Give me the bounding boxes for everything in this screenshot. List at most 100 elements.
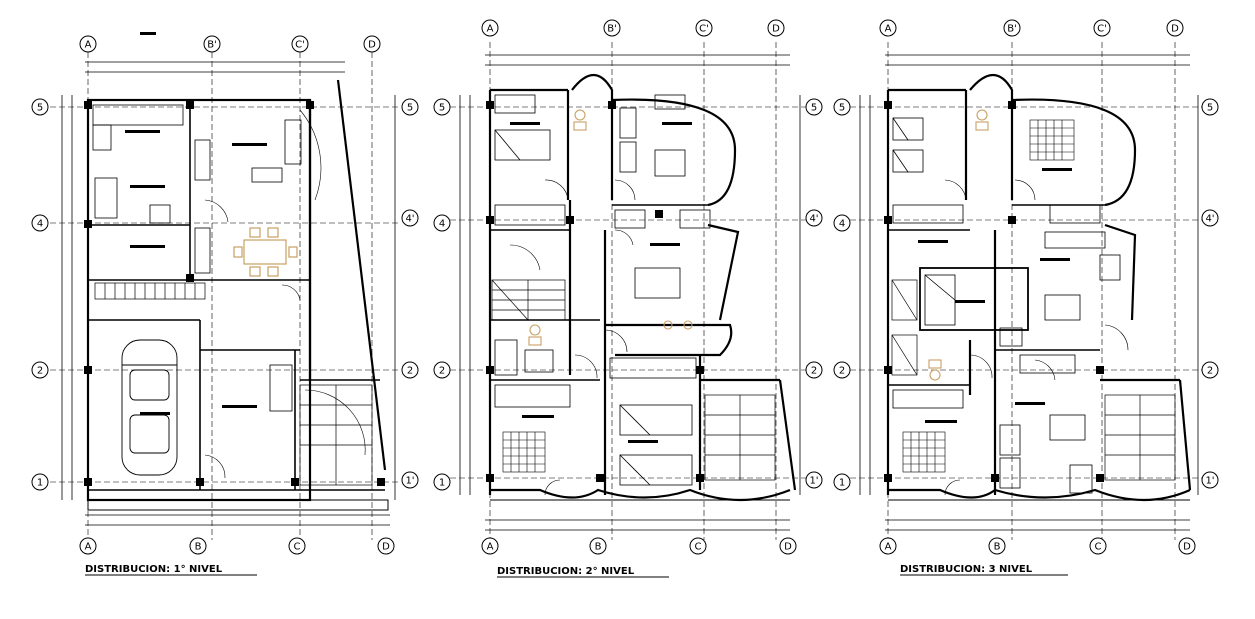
- row-axis-bubble: 2: [833, 361, 851, 379]
- row-axis-bubble-label: 1: [839, 478, 845, 489]
- plan-caption: DISTRIBUCION: 1° NIVEL: [85, 564, 223, 575]
- dimension-lines: [459, 54, 801, 531]
- row-axis-bubble-circle: [31, 361, 49, 379]
- columns: [884, 101, 1104, 482]
- row-axis-bubble: 1: [433, 473, 451, 491]
- row-axis-bubble-label: 2: [439, 366, 445, 377]
- row-axis-bubble-circle: [833, 214, 851, 232]
- grid-axes: [850, 42, 1210, 540]
- column-axis-bubble: C: [689, 537, 707, 555]
- row-axis-bubble-label: 1: [37, 478, 43, 489]
- plan-caption: DISTRIBUCION: 2° NIVEL: [497, 566, 635, 577]
- room-labels: [125, 32, 267, 415]
- plan-nivel-1: [50, 32, 400, 540]
- row-axis-bubble-label: 5: [1207, 103, 1213, 114]
- walls: [488, 73, 797, 502]
- row-axis-bubble: 1': [1201, 471, 1219, 489]
- row-axis-bubble-circle: [433, 98, 451, 116]
- column-axis-bubble-label: C: [294, 542, 301, 553]
- walls: [86, 79, 389, 511]
- row-axis-bubble: 4: [833, 214, 851, 232]
- column-axis-bubble-label: D: [772, 24, 780, 35]
- row-axis-bubble-label: 4': [405, 214, 414, 225]
- row-axis-bubble-label: 4: [37, 219, 43, 230]
- bathroom-fixtures: [928, 109, 989, 381]
- walls: [886, 73, 1192, 502]
- row-axis-bubble: 2: [401, 361, 419, 379]
- row-axis-bubble-label: 1: [439, 478, 445, 489]
- row-axis-bubble-label: 2: [811, 366, 817, 377]
- column-axis-bubble: A: [79, 537, 97, 555]
- column-axis-bubble: A: [79, 35, 97, 53]
- plan-captions: DISTRIBUCION: 1° NIVEL DISTRIBUCION: 2° N…: [85, 564, 1068, 578]
- row-axis-bubble-circle: [1201, 361, 1219, 379]
- column-axis-bubble-circle: [1089, 537, 1107, 555]
- column-axis-bubble-circle: [203, 35, 221, 53]
- row-axis-bubble: 2: [433, 361, 451, 379]
- row-axis-bubble: 4: [31, 214, 49, 232]
- row-axis-bubble-label: 1': [405, 476, 414, 487]
- grid-axes: [450, 42, 812, 540]
- row-axis-bubble: 5: [833, 98, 851, 116]
- column-axis-bubble: A: [879, 19, 897, 37]
- column-axis-bubble-circle: [689, 537, 707, 555]
- car-icon: [121, 339, 178, 476]
- column-axis-bubble-circle: [189, 537, 207, 555]
- column-axis-bubble: B: [189, 537, 207, 555]
- row-axis-bubble-circle: [805, 361, 823, 379]
- column-axis-bubble-circle: [1178, 537, 1196, 555]
- furniture: [92, 104, 302, 412]
- column-axis-bubble: D: [1166, 19, 1184, 37]
- column-axis-bubble-circle: [767, 19, 785, 37]
- row-axis-bubble: 5: [805, 98, 823, 116]
- row-axis-bubble: 2: [1201, 361, 1219, 379]
- column-axis-bubble: A: [879, 537, 897, 555]
- column-axis-bubble: B': [203, 35, 221, 53]
- row-axis-bubble-label: 2: [407, 366, 413, 377]
- column-axis-bubble: B: [988, 537, 1006, 555]
- row-axis-bubble-circle: [1201, 471, 1219, 489]
- row-axis-bubble-circle: [833, 361, 851, 379]
- column-axis-bubble: D: [767, 19, 785, 37]
- column-axis-bubble: B': [603, 19, 621, 37]
- column-axis-bubble: A: [481, 19, 499, 37]
- column-axis-bubble-label: A: [487, 24, 494, 35]
- dimension-lines: [61, 61, 396, 526]
- columns: [486, 101, 704, 482]
- row-axis-bubble: 5: [433, 98, 451, 116]
- column-axis-bubble-label: D: [1183, 542, 1191, 553]
- column-axis-bubble-circle: [589, 537, 607, 555]
- row-axis-bubble-label: 5: [407, 103, 413, 114]
- column-axis-bubble-label: C: [1095, 542, 1102, 553]
- row-axis-bubble-label: 4': [809, 214, 818, 225]
- row-axis-bubble-circle: [401, 98, 419, 116]
- row-axis-bubble-circle: [805, 471, 823, 489]
- row-axis-bubble-circle: [1201, 98, 1219, 116]
- column-axis-bubble-label: B': [607, 24, 617, 35]
- column-axis-bubble-circle: [779, 537, 797, 555]
- column-axis-bubble-label: D: [368, 40, 376, 51]
- room-labels: [510, 122, 692, 443]
- row-axis-bubble-circle: [31, 473, 49, 491]
- column-axis-bubble: D: [779, 537, 797, 555]
- row-axis-bubble-label: 4: [439, 219, 445, 230]
- column-axis-bubble: B: [589, 537, 607, 555]
- column-axis-bubble-label: C: [695, 542, 702, 553]
- stairs: [491, 279, 776, 481]
- door-swings: [204, 109, 366, 479]
- row-axis-bubble-label: 4': [1205, 214, 1214, 225]
- column-axis-bubble: C': [695, 19, 713, 37]
- column-axis-bubble-label: A: [85, 542, 92, 553]
- column-axis-bubble: D: [1178, 537, 1196, 555]
- column-axis-bubble-circle: [695, 19, 713, 37]
- bed-icon: [502, 431, 546, 473]
- column-axis-bubble-label: D: [382, 542, 390, 553]
- stairs: [891, 279, 1176, 481]
- column-axis-bubble-circle: [79, 537, 97, 555]
- row-axis-bubble: 1': [401, 471, 419, 489]
- plan-nivel-2: [450, 42, 812, 540]
- column-axis-bubble-label: A: [85, 40, 92, 51]
- column-axis-bubble-circle: [363, 35, 381, 53]
